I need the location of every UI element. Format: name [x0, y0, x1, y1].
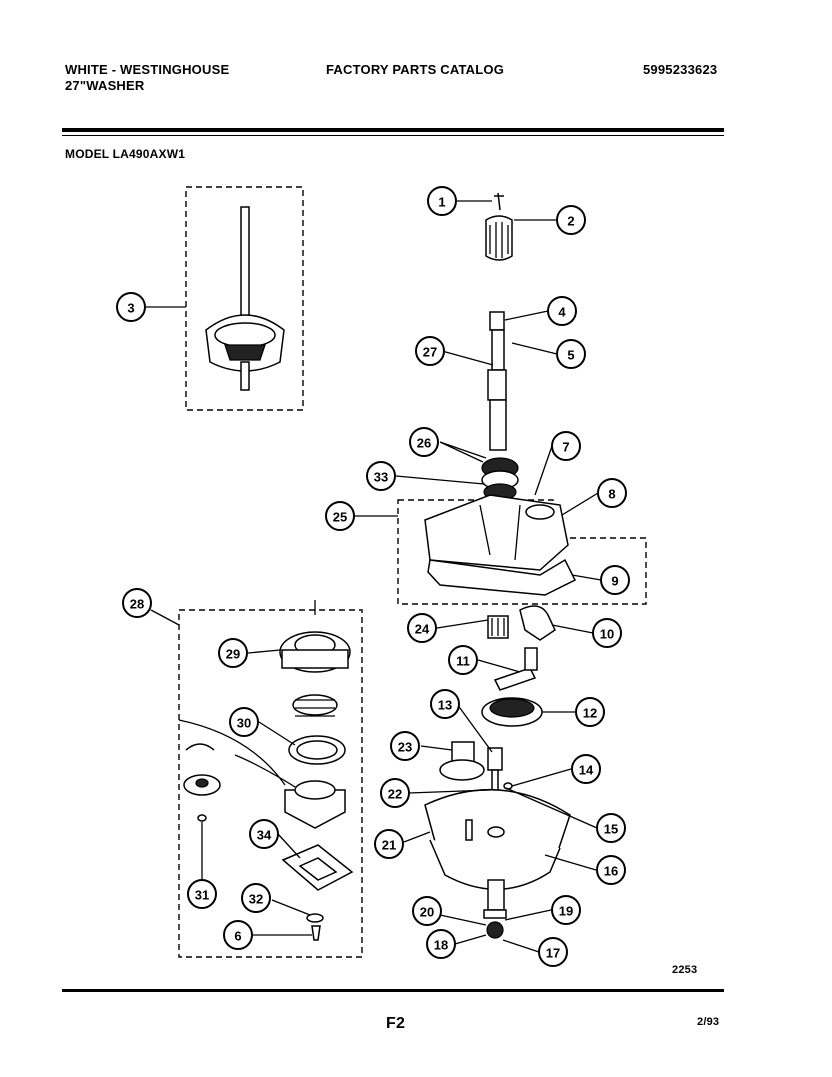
callout-32-label: 32 [249, 892, 263, 907]
brand-line-2: 27"WASHER [65, 78, 145, 93]
callout-17: 17 [538, 937, 568, 967]
callout-1-label: 1 [438, 195, 445, 210]
callout-29-label: 29 [226, 647, 240, 662]
callout-29: 29 [218, 638, 248, 668]
callout-34-label: 34 [257, 828, 272, 843]
pinion-and-lever [487, 605, 556, 641]
callout-31-label: 31 [195, 888, 209, 903]
transmission-assembly-inset [205, 206, 285, 391]
callout-28-label: 28 [130, 597, 144, 612]
callout-25: 25 [325, 501, 355, 531]
catalog-title: FACTORY PARTS CATALOG [326, 62, 505, 77]
callout-34: 34 [249, 819, 279, 849]
callout-12-label: 12 [583, 706, 597, 721]
callout-22: 22 [380, 778, 410, 808]
callout-7-label: 7 [562, 440, 569, 455]
callout-23: 23 [390, 731, 420, 761]
callout-8-label: 8 [608, 487, 615, 502]
callout-30-label: 30 [237, 716, 251, 731]
callout-30: 30 [229, 707, 259, 737]
callout-19: 19 [551, 895, 581, 925]
callout-15-label: 15 [604, 822, 618, 837]
callout-33-label: 33 [374, 470, 388, 485]
header-rule-thick [62, 128, 724, 132]
callout-27-label: 27 [423, 345, 437, 360]
callout-16: 16 [596, 855, 626, 885]
callout-15: 15 [596, 813, 626, 843]
revision-date: 2/93 [697, 1016, 720, 1028]
callout-4: 4 [547, 296, 577, 326]
callout-26: 26 [409, 427, 439, 457]
callout-24-label: 24 [415, 622, 430, 637]
callout-10-label: 10 [600, 627, 614, 642]
callout-20: 20 [412, 896, 442, 926]
callout-13: 13 [430, 689, 460, 719]
agitator-cap-parts [485, 192, 513, 261]
leader-lines [145, 200, 602, 953]
catalog-number: 5995233623 [643, 62, 718, 77]
group-box-25 [397, 499, 647, 605]
callout-12: 12 [575, 697, 605, 727]
agitator-shaft-stack [481, 311, 519, 501]
brand-title: WHITE - WESTINGHOUSE 27"WASHER [65, 62, 229, 94]
callout-25-label: 25 [333, 510, 347, 525]
callout-26-label: 26 [417, 436, 431, 451]
footer-rule [62, 989, 724, 992]
callout-1: 1 [427, 186, 457, 216]
callout-11: 11 [448, 645, 478, 675]
callout-33: 33 [366, 461, 396, 491]
callout-16-label: 16 [604, 864, 618, 879]
callout-17-label: 17 [546, 946, 560, 961]
seal-kit-parts [178, 600, 354, 941]
model-label: MODEL LA490AXW1 [65, 147, 186, 161]
header-rule-thin [62, 135, 724, 136]
transmission-housing-top [424, 494, 577, 596]
callout-10: 10 [592, 618, 622, 648]
callout-27: 27 [415, 336, 445, 366]
callout-23-label: 23 [398, 740, 412, 755]
callout-11-label: 11 [456, 654, 470, 669]
callout-8: 8 [597, 478, 627, 508]
callout-28: 28 [122, 588, 152, 618]
callout-9-label: 9 [611, 574, 618, 589]
callout-6-label: 6 [234, 929, 241, 944]
callout-4-label: 4 [558, 305, 566, 320]
callout-3: 3 [116, 292, 146, 322]
callout-21: 21 [374, 829, 404, 859]
callout-21-label: 21 [382, 838, 396, 853]
callout-2-label: 2 [567, 214, 574, 229]
callout-5: 5 [556, 339, 586, 369]
callout-2: 2 [556, 205, 586, 235]
callout-18-label: 18 [434, 938, 448, 953]
callout-5-label: 5 [567, 348, 574, 363]
callout-6: 6 [223, 920, 253, 950]
callout-14: 14 [571, 754, 601, 784]
callout-19-label: 19 [559, 904, 573, 919]
lower-gear-case [424, 788, 571, 939]
callout-24: 24 [407, 613, 437, 643]
callout-9: 9 [600, 565, 630, 595]
crank-and-main-gear [481, 647, 543, 727]
callout-31: 31 [187, 879, 217, 909]
page-number: F2 [386, 1015, 406, 1032]
callout-14-label: 14 [579, 763, 594, 778]
callout-7: 7 [551, 431, 581, 461]
callout-20-label: 20 [420, 905, 434, 920]
callout-13-label: 13 [438, 698, 452, 713]
callout-3-label: 3 [127, 301, 134, 316]
callout-18: 18 [426, 929, 456, 959]
group-box-28 [178, 609, 363, 958]
drawing-code: 2253 [672, 964, 698, 976]
callout-22-label: 22 [388, 787, 402, 802]
brand-line-1: WHITE - WESTINGHOUSE [65, 62, 230, 77]
callout-32: 32 [241, 883, 271, 913]
